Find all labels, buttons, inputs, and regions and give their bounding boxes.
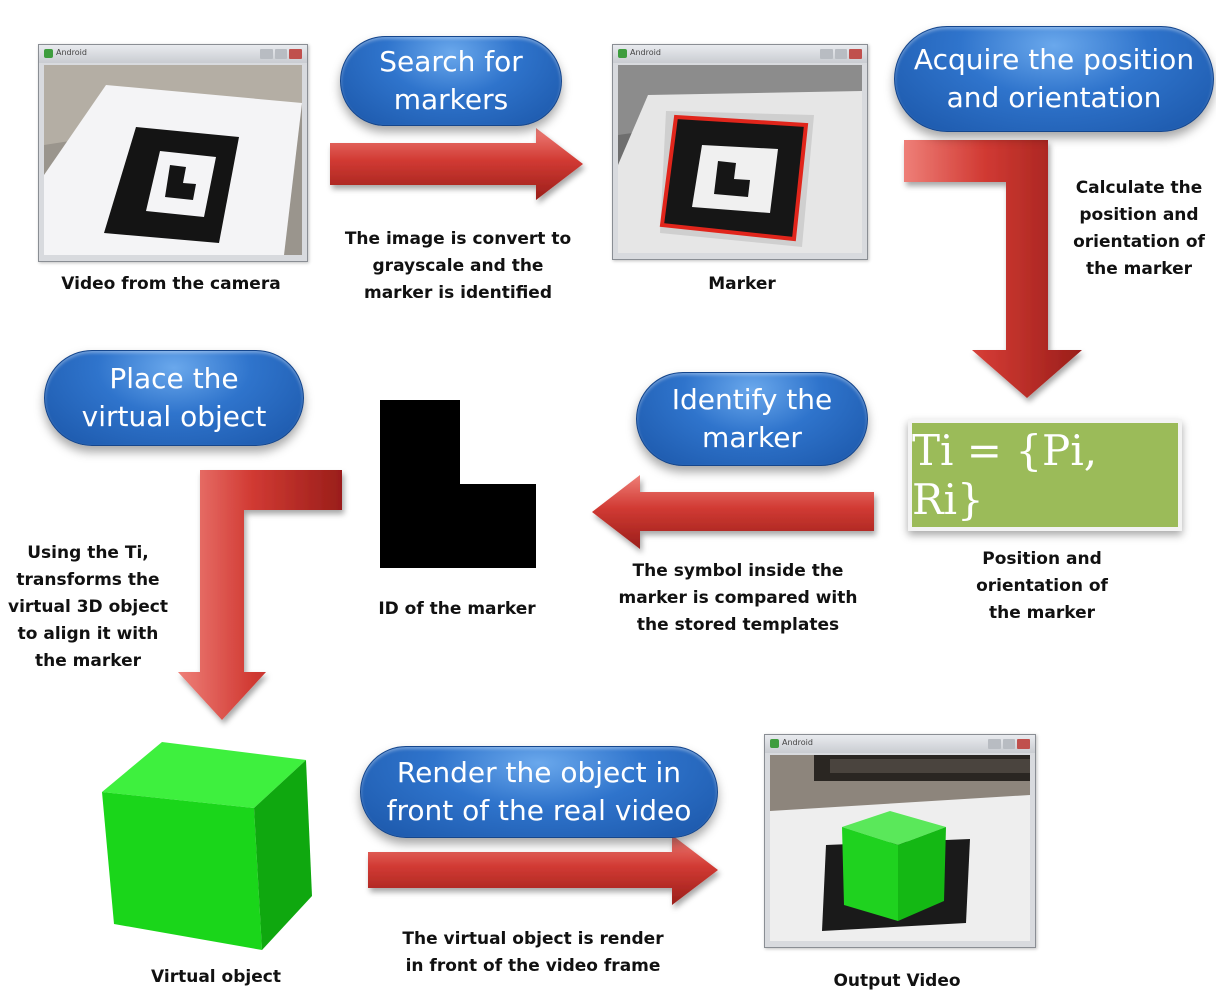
window-controls [820, 49, 863, 59]
arrow-render [368, 835, 718, 905]
arrow-place [178, 470, 342, 720]
caption-calculate: Calculate the position and orientation o… [1073, 178, 1205, 279]
caption-id-of-marker: ID of the marker [378, 599, 536, 619]
augmented-view [770, 755, 1030, 941]
window-title: Android [782, 738, 813, 747]
camera-video-window: Android [38, 44, 308, 262]
caption-virtual-object: Virtual object [151, 967, 281, 987]
caption-marker: Marker [708, 274, 776, 294]
output-video-window: Android [764, 734, 1036, 948]
window-controls [988, 739, 1031, 749]
app-icon [770, 739, 779, 748]
camera-view [44, 65, 302, 255]
window-title: Android [630, 48, 661, 57]
caption-compare-templates: The symbol inside the marker is compared… [618, 561, 858, 635]
app-icon [618, 49, 627, 58]
3d-cube-icon [102, 742, 312, 950]
window-title: Android [56, 48, 87, 57]
caption-video-from-camera: Video from the camera [61, 274, 281, 294]
window-titlebar: Android [613, 45, 867, 63]
window-controls [260, 49, 303, 59]
arrow-identify [592, 475, 874, 549]
l-shaped-marker-icon [380, 400, 536, 568]
window-titlebar: Android [765, 735, 1035, 753]
stage-identify-marker: Identify the marker [636, 372, 868, 466]
formula-box: Ti = {Pi, Ri} [908, 419, 1182, 531]
marker-window: Android [612, 44, 868, 260]
caption-output-video: Output Video [833, 971, 961, 991]
arrow-acquire [904, 140, 1082, 398]
stage-render-object: Render the object in front of the real v… [360, 746, 718, 838]
grayscale-view [618, 65, 862, 253]
caption-convert-grayscale: The image is convert to grayscale and th… [344, 229, 572, 303]
window-titlebar: Android [39, 45, 307, 63]
stage-acquire-position: Acquire the position and orientation [894, 26, 1214, 132]
arrow-search [330, 128, 583, 200]
caption-render-desc: The virtual object is render in front of… [402, 929, 664, 976]
stage-place-object: Place the virtual object [44, 350, 304, 446]
app-icon [44, 49, 53, 58]
stage-search-markers: Search for markers [340, 36, 562, 126]
caption-position-orientation: Position and orientation of the marker [976, 549, 1108, 623]
caption-transform: Using the Ti, transforms the virtual 3D … [7, 543, 168, 671]
